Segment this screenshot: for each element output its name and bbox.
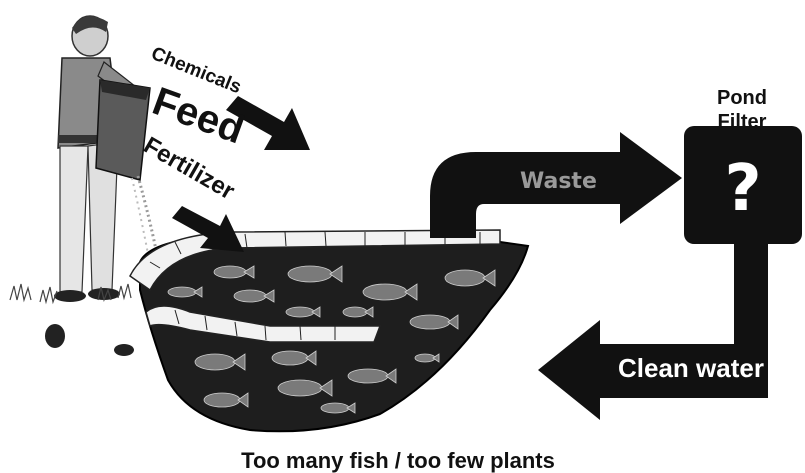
clean-water-label: Clean water: [618, 353, 764, 383]
filter-question-mark: ?: [724, 152, 761, 226]
clean-water-arrow: [538, 244, 768, 420]
pond-filter-label-line2: Filter: [718, 111, 767, 133]
caption: Too many fish / too few plants: [241, 448, 555, 473]
mound-left: [45, 324, 65, 348]
pond-illustration: [130, 230, 528, 431]
pond-filter-label-line1: Pond: [717, 87, 767, 109]
mound-right: [114, 344, 134, 356]
waste-label: Waste: [520, 169, 597, 194]
